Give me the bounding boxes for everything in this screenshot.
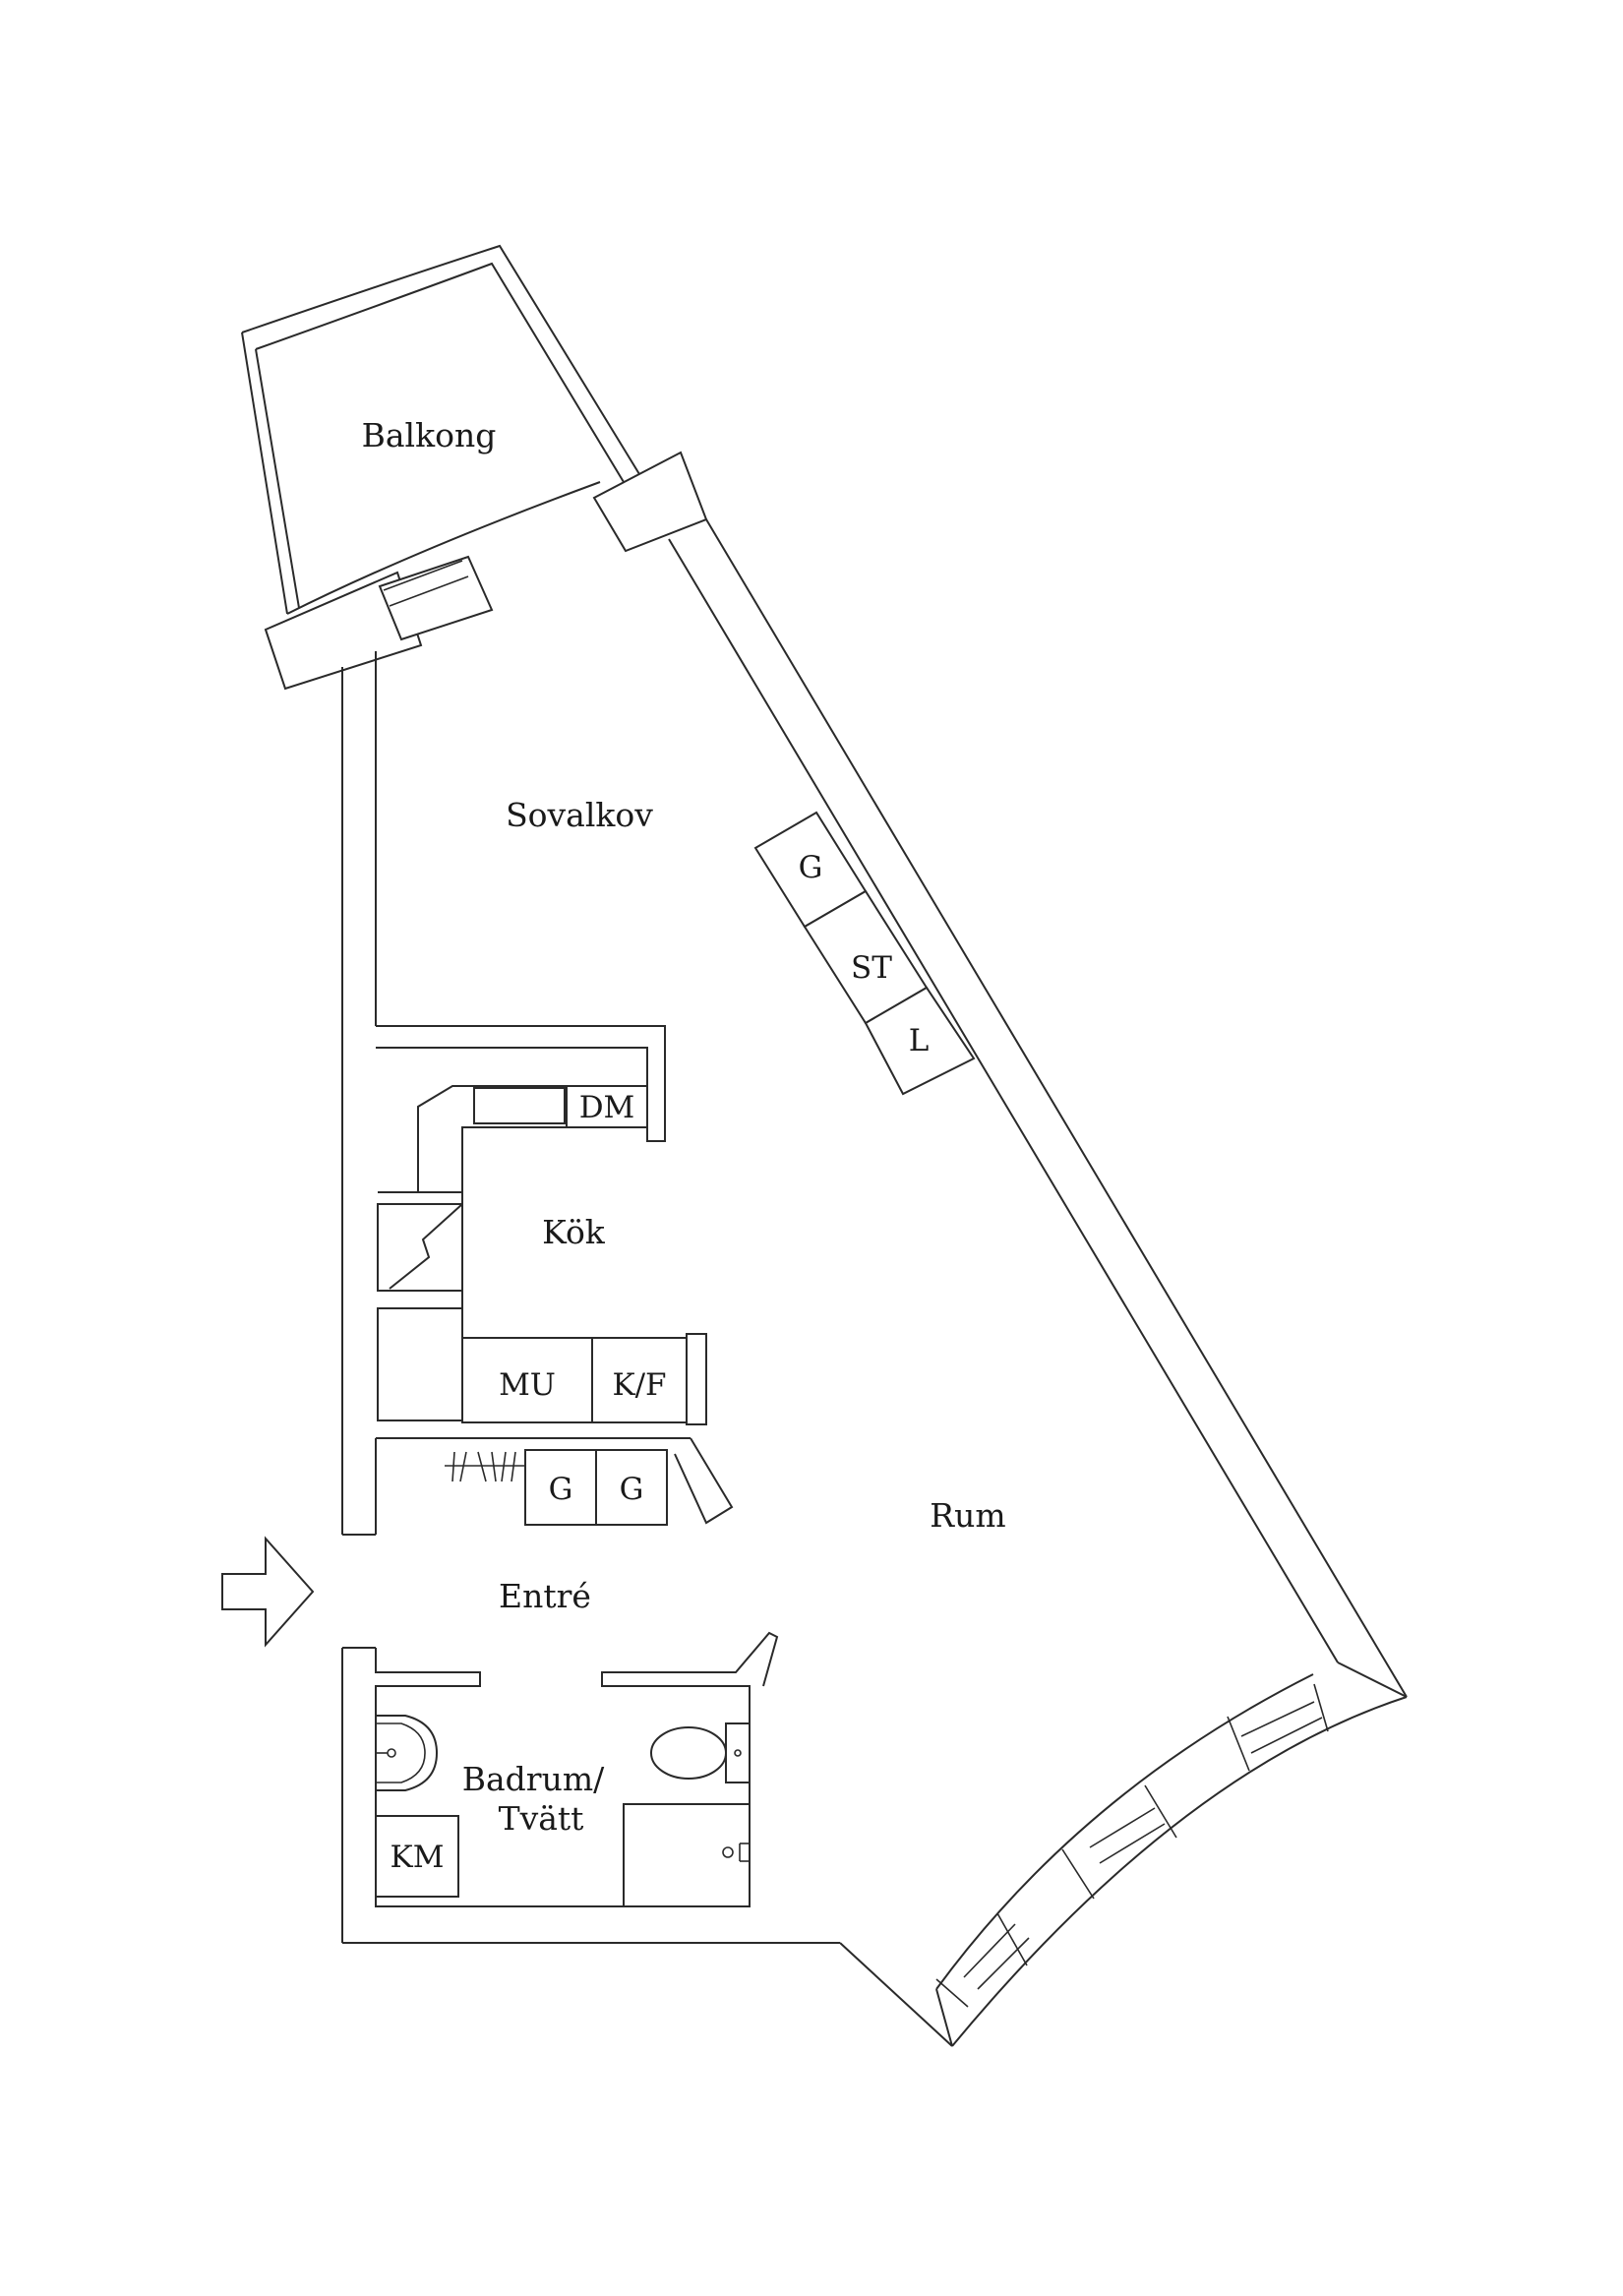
living-room-label: Rum <box>930 1496 1005 1535</box>
bathroom-label-line2: Tvätt <box>499 1799 584 1838</box>
wardrobe-bedroom-label: G <box>799 850 823 885</box>
microwave-label: MU <box>499 1367 556 1403</box>
fridge-box <box>591 1337 688 1423</box>
north-walls <box>264 451 708 691</box>
bedroom-kitchen-partition <box>376 1025 666 1142</box>
storage-label: ST <box>851 950 892 986</box>
bedroom-wardrobes: G ST L <box>753 811 976 1096</box>
washing-machine-label: KM <box>391 1840 445 1875</box>
bedroom-label: Sovalkov <box>506 796 653 834</box>
entry-label: Entré <box>499 1577 591 1615</box>
balcony <box>241 244 640 615</box>
linen-label: L <box>909 1023 930 1058</box>
room-labels: Balkong Sovalkov Kök Rum Entré Badrum/ T… <box>362 416 1006 1838</box>
microwave-box <box>461 1337 593 1423</box>
kitchen-label: Kök <box>542 1213 606 1251</box>
fridge-label: K/F <box>612 1367 666 1403</box>
kitchen-end-wall <box>686 1333 707 1425</box>
washing-machine-box <box>375 1815 459 1898</box>
toilet-icon <box>650 1722 751 1783</box>
east-wall <box>668 518 1408 1698</box>
counter-lower <box>377 1307 463 1421</box>
electric-symbol-icon <box>389 1203 463 1290</box>
wardrobe-entry-1-label: G <box>549 1472 573 1507</box>
entry-partition: G G <box>375 1437 734 1535</box>
window-frames <box>935 1683 1329 2008</box>
wardrobe-entry-2-box <box>595 1449 668 1526</box>
bathroom: KM <box>342 1631 779 1907</box>
wardrobe-entry-2-label: G <box>620 1472 644 1507</box>
stove <box>377 1203 463 1292</box>
bathroom-label-line1: Badrum/ <box>462 1760 605 1798</box>
south-curved-wall <box>935 1673 1408 2047</box>
kitchen: DM MU K/F <box>377 1085 707 1425</box>
washbasin-icon <box>376 1715 439 1791</box>
dishwasher-box <box>566 1085 648 1128</box>
wardrobe-entry-1-box <box>524 1449 597 1526</box>
dishwasher-label: DM <box>579 1090 635 1125</box>
shower-icon <box>623 1803 750 1906</box>
coat-hanger-icon <box>445 1451 525 1482</box>
balcony-label: Balkong <box>362 416 497 454</box>
entrance-arrow-icon <box>221 1536 315 1648</box>
sink <box>473 1087 566 1124</box>
